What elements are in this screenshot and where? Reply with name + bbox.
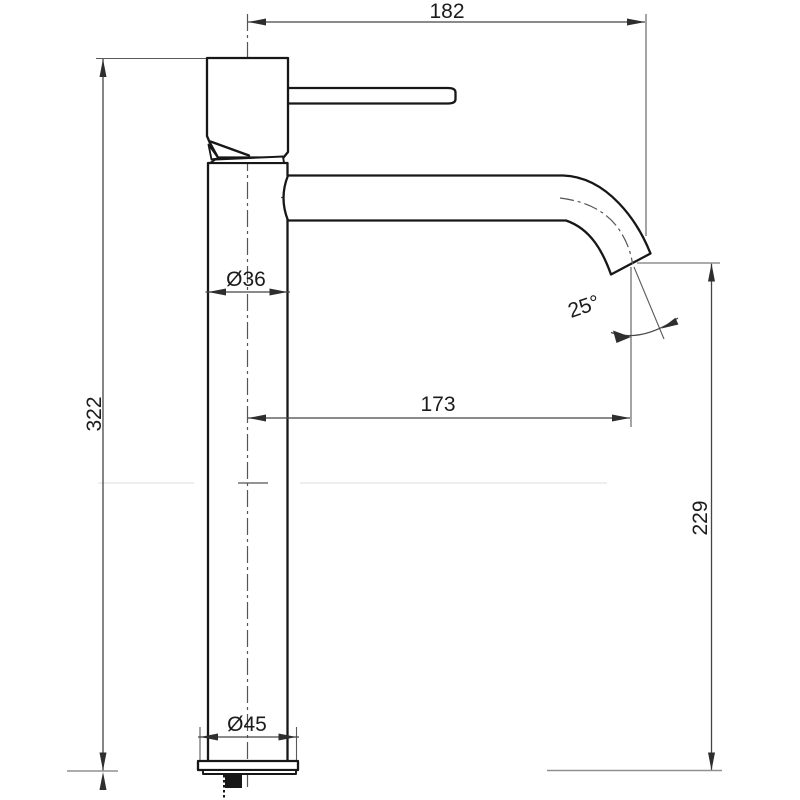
arrowhead-left-d45 [200,733,218,741]
arrowhead-right-173 [612,414,630,422]
lever-handle [288,86,457,105]
dim-label-spout-offset: 182 [429,0,464,23]
arrowhead-right-182 [627,18,645,26]
dim-spout-angle: 25° [565,266,679,343]
dim-outlet-height: 229 [547,262,722,772]
base-flange-lip [202,769,297,775]
dim-body-diameter: Ø36 [205,268,290,296]
spout-centerline-curve [559,197,634,265]
mixer-head [205,56,290,159]
dim-label-spout-angle: 25° [565,291,603,323]
dim-label-body-diameter: Ø36 [226,268,266,291]
dim-spout-reach: 173 [248,267,632,427]
dim-label-base-diameter: Ø45 [227,713,267,736]
arrowhead-right-d45 [278,733,297,741]
head-joint-line [209,140,251,157]
collar-ring [209,155,285,164]
arrowhead-left-d36 [208,288,226,296]
arrowhead-left-182 [248,18,266,26]
dim-label-total-height: 322 [83,396,106,431]
arrowhead-left-angle [613,330,631,343]
dim-spout-offset: 182 [248,0,647,236]
threaded-shank [225,773,242,788]
arrowhead-bottom-322 [99,752,107,771]
arrowhead-left-173 [248,414,266,422]
arrowhead-top-322 [99,59,107,77]
body-column [206,161,289,763]
spout [282,174,652,276]
dim-base-diameter: Ø45 [198,713,299,760]
arrowhead-right-d36 [269,288,288,296]
arrowhead-bottom-mirror-322 [99,772,107,790]
base-flange [196,759,300,772]
arrowhead-right-angle [661,317,679,329]
spout-axis-extension [633,266,665,340]
dim-label-spout-reach: 173 [420,393,455,416]
dim-total-height: 322 [67,57,206,790]
dim-label-outlet-height: 229 [689,500,712,535]
arrowhead-top-229 [708,263,715,282]
faucet-outline [196,56,652,799]
arrowhead-bottom-229 [708,752,715,771]
